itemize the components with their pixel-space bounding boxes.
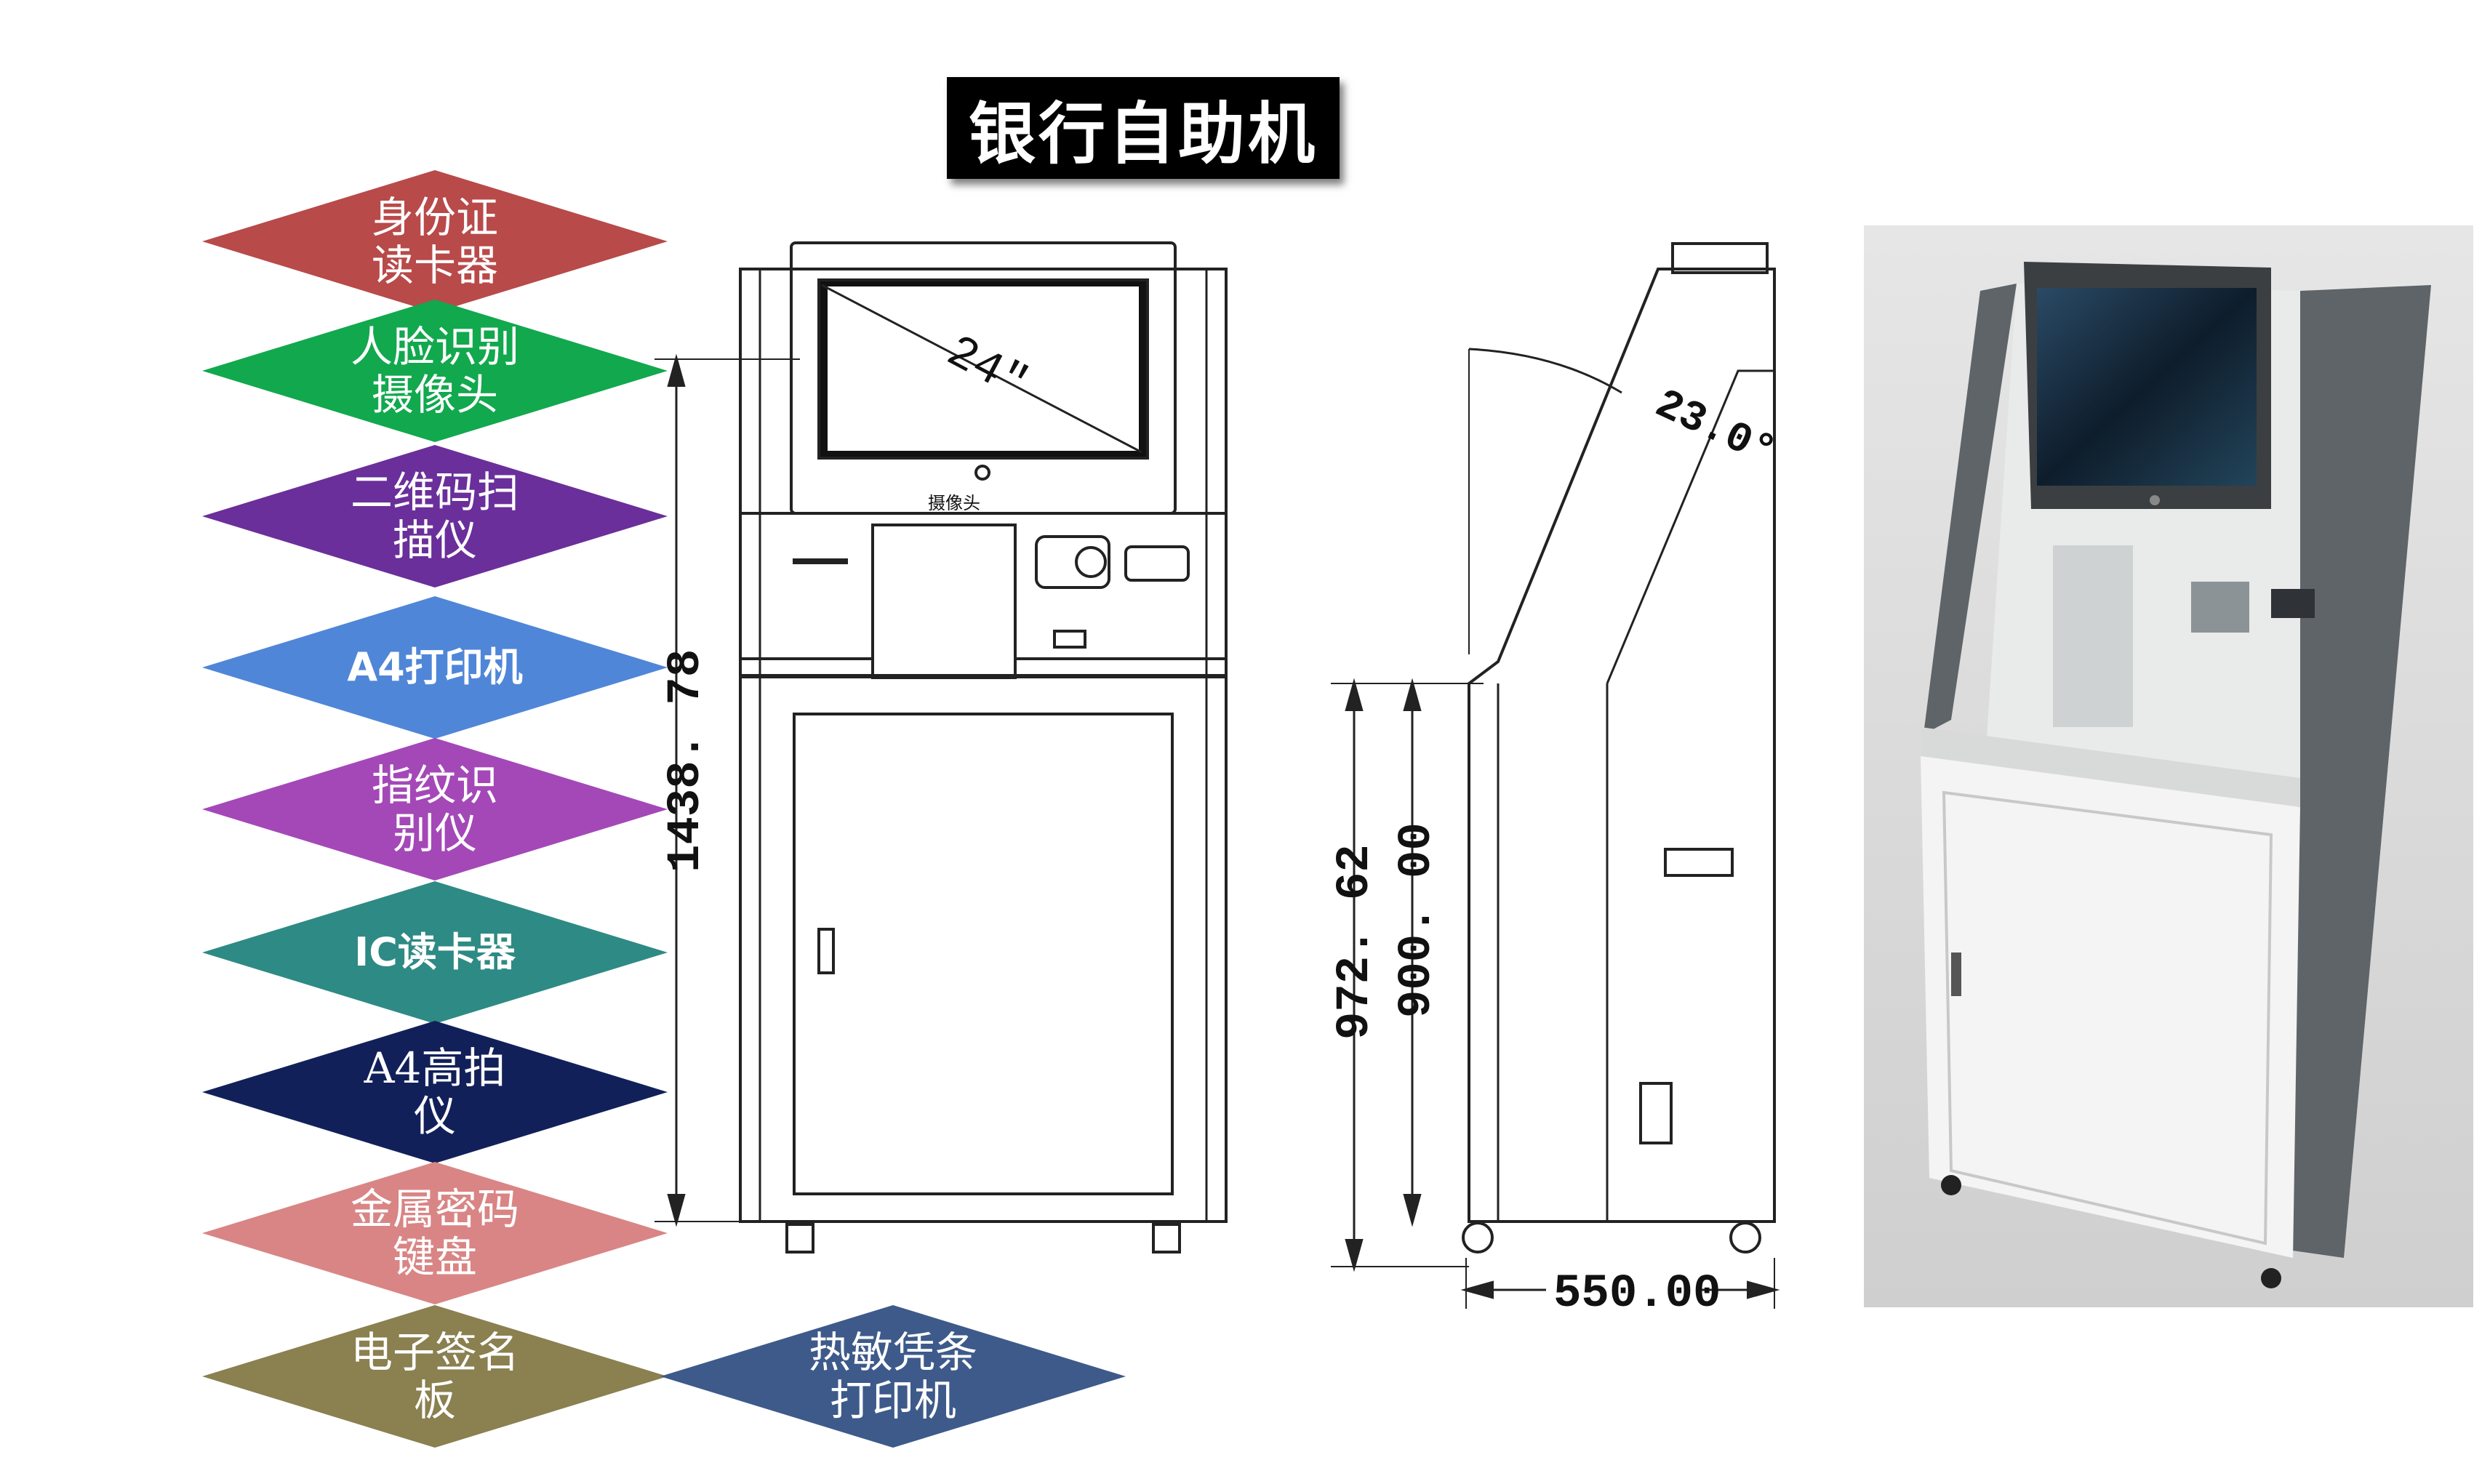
- side-height-dimension-b: 900. 00: [1391, 822, 1444, 1018]
- tilt-angle-dimension: 23.0°: [1648, 381, 1782, 477]
- front-camera-dot: [974, 465, 990, 481]
- side-height-dimension-a: 972. 62: [1329, 844, 1382, 1040]
- component-label: 热敏凭条 打印机: [808, 1328, 977, 1425]
- component-label: 二维码扫 描仪: [350, 468, 519, 565]
- front-cabinet-door: [793, 713, 1174, 1195]
- component-label: 人脸识别 摄像头: [350, 322, 519, 420]
- front-printer-slot: [871, 524, 1017, 679]
- component-label: A4打印机: [347, 644, 523, 690]
- component-label: 指纹识 别仪: [371, 761, 498, 858]
- page-title: 银行自助机: [947, 77, 1340, 179]
- side-top-cap: [1671, 242, 1769, 274]
- kiosk-product-photo: [1864, 225, 2473, 1307]
- camera-label: 摄像头: [928, 493, 980, 513]
- component-label: IC读卡器: [354, 929, 516, 975]
- component-label: 电子签名 板: [350, 1328, 519, 1425]
- component-label: 身份证 读卡器: [371, 193, 498, 290]
- front-height-dimension: 1438. 78: [660, 649, 713, 873]
- component-label: 金属密码 键盘: [350, 1184, 519, 1282]
- component-label: A4高拍 仪: [364, 1043, 506, 1141]
- depth-dimension: 550.00: [1553, 1268, 1721, 1320]
- side-view-outline: [1468, 268, 1776, 1223]
